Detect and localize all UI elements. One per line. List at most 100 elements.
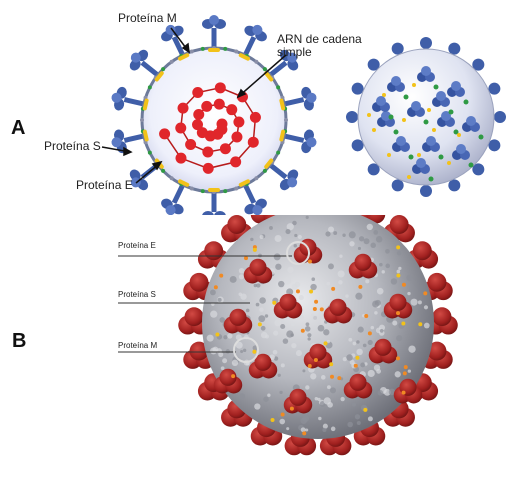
spike-protein-icon — [383, 399, 415, 427]
surface-texture — [423, 305, 429, 310]
surface-dot — [428, 176, 434, 182]
surface-dot — [372, 128, 376, 132]
surface-dot — [408, 154, 414, 160]
rna-bead — [226, 104, 238, 116]
surface-texture — [231, 359, 239, 367]
surface-texture — [356, 348, 363, 356]
label-b-protein-m: Proteína M — [118, 341, 158, 350]
surface-spike — [411, 101, 421, 111]
surface-texture — [327, 226, 335, 233]
envelope-protein — [312, 306, 317, 311]
surface-spike — [391, 76, 401, 86]
spike-protein-icon — [213, 368, 243, 394]
surface-dot — [402, 118, 406, 122]
rna-bead — [201, 100, 213, 112]
rna-strand-icon — [159, 82, 261, 174]
surface-texture — [307, 333, 312, 338]
surface-texture — [351, 402, 357, 407]
envelope-protein — [238, 179, 250, 187]
spike-protein-icon — [243, 258, 273, 284]
surface-texture — [242, 348, 247, 353]
rna-bead — [175, 152, 187, 164]
surface-texture — [317, 324, 325, 332]
surface-texture — [225, 349, 231, 354]
surface-spike — [436, 91, 446, 101]
surface-texture — [277, 373, 281, 377]
envelope-protein — [289, 406, 294, 411]
surface-texture — [367, 416, 373, 422]
spike-protein-icon — [343, 373, 373, 399]
rna-bead — [230, 156, 242, 168]
surface-texture — [291, 283, 298, 290]
surface-texture — [377, 390, 384, 396]
surface-texture — [355, 292, 363, 300]
spike-protein-icon — [367, 163, 380, 176]
surface-texture — [305, 428, 309, 432]
spike-protein-icon — [488, 82, 501, 95]
surface-texture — [323, 397, 331, 405]
envelope-protein — [243, 256, 248, 261]
surface-dot — [417, 153, 421, 157]
rna-bead — [233, 116, 245, 128]
spike-protein-icon — [281, 86, 317, 111]
surface-texture — [374, 299, 381, 306]
envelope-protein — [423, 291, 428, 296]
surface-texture — [300, 417, 308, 424]
envelope-protein — [252, 247, 257, 252]
surface-texture — [305, 385, 310, 390]
spike-protein-icon — [383, 215, 415, 243]
spike-protein-icon — [242, 24, 267, 59]
spike-protein-icon — [202, 15, 226, 50]
envelope-protein — [367, 331, 372, 336]
surface-texture — [272, 349, 278, 355]
surface-texture — [398, 266, 402, 270]
envelope-protein — [280, 412, 285, 417]
surface-texture — [238, 393, 246, 400]
surface-texture — [278, 280, 285, 288]
rna-bead — [177, 102, 189, 114]
envelope-protein — [213, 285, 218, 290]
spike-protein-icon — [472, 163, 485, 176]
surface-texture — [264, 314, 269, 318]
envelope-protein — [330, 374, 335, 379]
surface-texture — [337, 270, 345, 278]
envelope-protein — [142, 98, 149, 111]
label-b-protein-s: Proteína S — [118, 290, 156, 299]
panel-letter-b: B — [12, 330, 27, 352]
envelope-protein — [300, 328, 305, 333]
surface-texture — [280, 363, 285, 368]
spike-protein-icon — [129, 49, 161, 79]
envelope-protein — [264, 71, 274, 82]
surface-texture — [322, 423, 328, 429]
surface-texture — [274, 234, 282, 242]
surface-texture — [298, 294, 304, 301]
surface-texture — [330, 426, 336, 432]
spike-protein-icon — [183, 341, 215, 369]
surface-dot — [393, 129, 399, 135]
surface-texture — [259, 235, 264, 240]
surface-texture — [299, 315, 305, 320]
surface-texture — [275, 263, 282, 270]
surface-texture — [366, 223, 373, 231]
envelope-protein — [313, 358, 318, 363]
surface-texture — [376, 287, 384, 295]
envelope-protein — [264, 158, 274, 169]
surface-texture — [267, 393, 271, 397]
surface-texture — [227, 333, 233, 339]
surface-texture — [396, 269, 401, 274]
surface-texture — [259, 307, 264, 312]
surface-texture — [297, 234, 302, 240]
surface-texture — [256, 283, 261, 288]
envelope-protein — [154, 71, 164, 82]
surface-spike — [456, 144, 466, 154]
surface-texture — [357, 246, 362, 251]
label-protein-s: Proteína S — [44, 139, 101, 153]
spike-protein-icon — [346, 111, 358, 123]
surface-texture — [354, 414, 361, 420]
surface-texture — [385, 248, 390, 254]
rna-bead — [193, 109, 205, 121]
surface-texture — [378, 324, 386, 331]
membrane-dot — [140, 118, 144, 122]
spike-protein-icon — [351, 82, 364, 95]
envelope-protein — [142, 129, 149, 142]
